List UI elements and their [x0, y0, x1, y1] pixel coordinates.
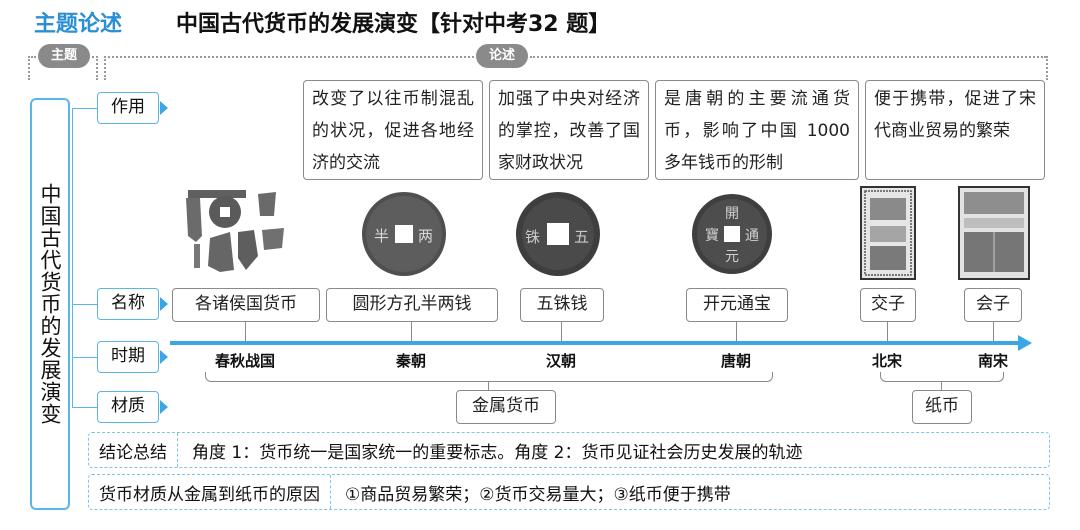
wuzhu-coin-image: 铢 五 [516, 192, 600, 276]
bracket-line [72, 407, 98, 408]
function-box-han: 加强了中央对经济的掌控，改善了国家财政状况 [489, 80, 649, 180]
metal-bracket [205, 372, 773, 382]
dotted-guide [28, 56, 36, 58]
period-warring-states: 春秋战国 [214, 352, 275, 370]
dotted-guide [104, 56, 106, 80]
name-box-kaiyuan: 开元通宝 [686, 288, 788, 322]
tick-connector [411, 322, 412, 341]
theme-text: 中国古代货币的发展演变 [38, 183, 62, 425]
banliang-coin-image: 半 两 [362, 192, 446, 276]
row-label-period: 时期 [97, 341, 159, 373]
timeline-axis [170, 341, 1020, 345]
dotted-guide [96, 56, 98, 80]
paper-bracket [880, 372, 1004, 382]
arrow-right-icon [160, 101, 168, 115]
dotted-guide [104, 56, 474, 58]
coin-inscription: 半 [374, 227, 389, 245]
theme-badge: 主题 [38, 44, 90, 68]
coin-inscription: 開 [725, 206, 739, 222]
huizi-note-image [958, 186, 1030, 280]
argument-badge: 论述 [476, 44, 528, 68]
kaiyuan-coin-image: 開 元 通 寶 [692, 194, 772, 274]
dotted-guide [28, 56, 30, 80]
reason-row: 货币材质从金属到纸币的原因 ①商品贸易繁荣；②货币交易量大；③纸币便于携带 [88, 474, 1050, 510]
coin-inscription: 寶 [705, 228, 719, 244]
row-label-material: 材质 [97, 391, 159, 423]
arrow-right-icon [160, 297, 168, 311]
period-southern-song: 南宋 [977, 352, 1008, 370]
row-label-function: 作用 [97, 92, 159, 124]
conclusion-text: 角度 1：货币统一是国家统一的重要标志。角度 2：货币见证社会历史发展的轨迹 [192, 442, 803, 463]
function-box-qin: 改变了以往币制混乱的状况，促进各地经济的交流 [303, 80, 483, 180]
page-title: 中国古代货币的发展演变【针对中考32 题】 [176, 12, 611, 37]
conclusion-row: 结论总结 角度 1：货币统一是国家统一的重要标志。角度 2：货币见证社会历史发展… [88, 432, 1050, 468]
coin-inscription: 两 [418, 227, 433, 245]
arrow-right-icon [160, 400, 168, 414]
theme-box: 中国古代货币的发展演变 [30, 98, 70, 510]
metal-bracket [488, 382, 489, 390]
tick-connector [993, 322, 994, 341]
tick-connector [245, 322, 246, 341]
dotted-guide [1046, 56, 1048, 80]
function-box-song: 便于携带，促进了宋代商业贸易的繁荣 [865, 80, 1045, 180]
tick-connector [736, 322, 737, 341]
reason-label: 货币材质从金属到纸币的原因 [89, 475, 331, 509]
period-han: 汉朝 [545, 352, 576, 370]
tick-connector [561, 322, 562, 341]
reason-text: ①商品贸易繁荣；②货币交易量大；③纸币便于携带 [345, 484, 731, 505]
name-box-jiaozi: 交子 [860, 288, 916, 322]
warring-states-coins-image [186, 190, 284, 272]
bracket-line [72, 304, 98, 305]
coin-inscription: 元 [725, 249, 739, 265]
name-box-banliang: 圆形方孔半两钱 [326, 288, 498, 322]
section-label: 主题论述 [34, 12, 123, 37]
coin-inscription: 铢 [525, 228, 540, 246]
dotted-guide [92, 56, 98, 58]
coin-inscription: 通 [745, 228, 759, 244]
period-tang: 唐朝 [720, 352, 751, 370]
bracket-line [72, 108, 86, 408]
name-box-huizi: 会子 [964, 288, 1022, 322]
bracket-line [72, 357, 98, 358]
period-northern-song: 北宋 [871, 352, 902, 370]
tick-connector [887, 322, 888, 341]
timeline-arrow-icon [1018, 335, 1032, 351]
coin-inscription: 五 [574, 228, 589, 246]
period-qin: 秦朝 [395, 352, 426, 370]
name-box-warring-states: 各诸侯国货币 [172, 288, 320, 322]
bracket-line [72, 108, 98, 109]
conclusion-label: 结论总结 [89, 433, 178, 467]
material-metal: 金属货币 [456, 390, 556, 424]
paper-bracket [941, 382, 942, 390]
jiaozi-note-image [860, 186, 916, 280]
arrow-right-icon [160, 350, 168, 364]
row-label-name: 名称 [97, 288, 159, 320]
name-box-wuzhu: 五铢钱 [520, 288, 604, 322]
material-paper: 纸币 [912, 390, 972, 424]
dotted-guide [530, 56, 1046, 58]
function-box-tang: 是唐朝的主要流通货币，影响了中国 1000 多年钱币的形制 [655, 80, 859, 180]
